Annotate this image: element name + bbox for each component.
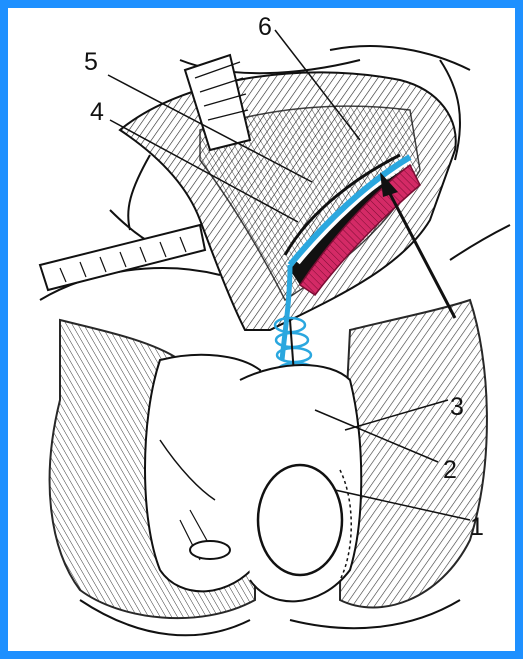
label-3: 3 bbox=[450, 393, 464, 421]
label-4: 4 bbox=[90, 98, 104, 126]
label-2: 2 bbox=[443, 456, 457, 484]
label-1: 1 bbox=[470, 513, 484, 541]
label-6: 6 bbox=[258, 13, 272, 41]
label-5: 5 bbox=[84, 48, 98, 76]
testicle bbox=[258, 465, 342, 575]
